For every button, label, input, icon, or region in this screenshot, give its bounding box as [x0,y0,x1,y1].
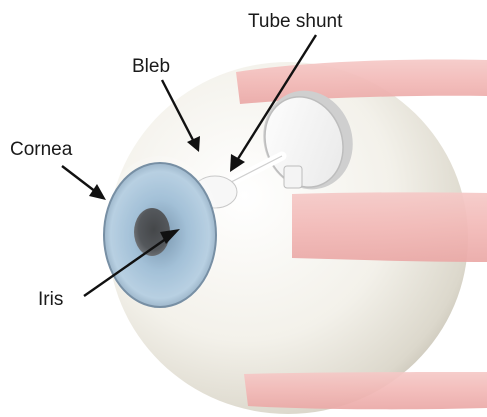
shunt-plate-foot [284,166,302,188]
lower-muscle-band [244,372,487,409]
label-cornea: Cornea [10,139,73,160]
label-iris: Iris [38,289,63,310]
label-bleb: Bleb [132,56,170,77]
pointer-cornea [62,166,96,192]
arrowhead-cornea [89,184,106,200]
middle-muscle-band [292,192,487,262]
label-tube-shunt: Tube shunt [248,11,343,32]
